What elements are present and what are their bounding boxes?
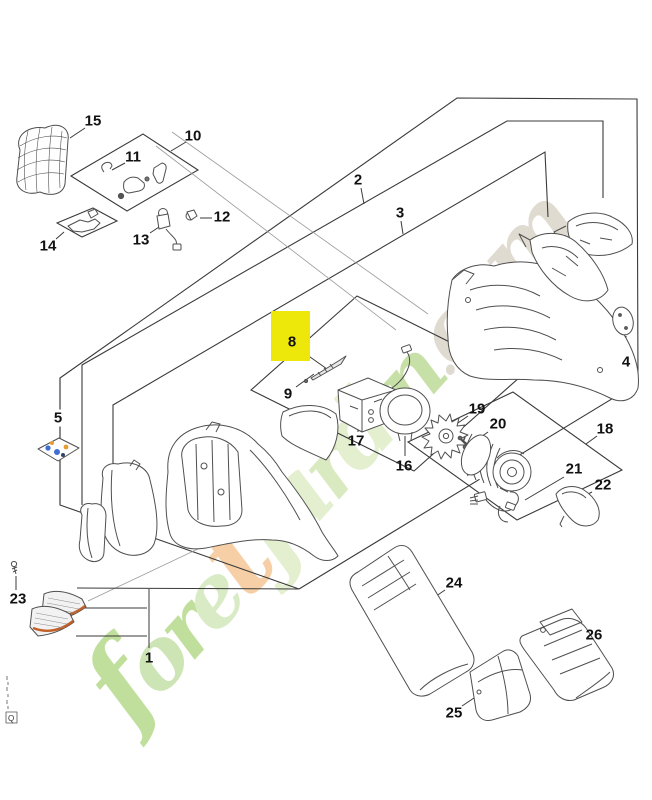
- callout-15[interactable]: 15: [84, 112, 102, 130]
- callout-5[interactable]: 5: [51, 409, 65, 427]
- parts-artwork: Q: [5, 124, 639, 724]
- callout-10[interactable]: 10: [184, 127, 202, 145]
- callout-19[interactable]: 19: [468, 400, 486, 418]
- part-latch: [67, 208, 101, 233]
- callout-2[interactable]: 2: [353, 171, 363, 189]
- callout-26[interactable]: 26: [585, 626, 603, 644]
- callout-13[interactable]: 13: [132, 231, 150, 249]
- callout-12[interactable]: 12: [213, 208, 231, 226]
- part-mesh-guard: [16, 124, 69, 195]
- callout-17[interactable]: 17: [347, 432, 365, 450]
- callout-9[interactable]: 9: [283, 385, 293, 403]
- part-lever: [152, 162, 167, 184]
- part-upper-mid-cover: [518, 233, 609, 302]
- callout-8[interactable]: 8: [287, 333, 297, 351]
- callout-18[interactable]: 18: [596, 420, 614, 438]
- callout-24[interactable]: 24: [445, 574, 463, 592]
- part-screw-23: [10, 560, 18, 575]
- callout-14[interactable]: 14: [39, 237, 57, 255]
- part-harness: [469, 491, 519, 523]
- part-small-cover: [78, 503, 107, 563]
- callout-16[interactable]: 16: [395, 457, 413, 475]
- part-trigger: [123, 176, 145, 194]
- callout-1[interactable]: 1: [144, 649, 154, 667]
- callout-11[interactable]: 11: [125, 148, 141, 166]
- margin-box-glyph: Q: [8, 714, 14, 723]
- part-throttle-group: [101, 161, 167, 200]
- callout-25[interactable]: 25: [445, 704, 463, 722]
- part-switch-wire: [156, 208, 182, 251]
- part-curved-cover: [280, 405, 339, 461]
- callout-20[interactable]: 20: [489, 415, 507, 433]
- callout-3[interactable]: 3: [395, 204, 405, 222]
- panel-10: [69, 133, 200, 212]
- part-trigger-cover: [555, 486, 600, 528]
- part-clip: [185, 209, 198, 221]
- callout-23[interactable]: 23: [9, 590, 27, 608]
- callout-21[interactable]: 21: [565, 460, 583, 478]
- part-intake-screens: [29, 590, 87, 637]
- margin-fineprint: [5, 676, 18, 724]
- part-sticker: [37, 437, 80, 462]
- part-spring-dot: [117, 192, 125, 200]
- part-tube-end: [469, 649, 531, 721]
- callout-4[interactable]: 4: [621, 353, 631, 371]
- part-hook: [101, 161, 113, 173]
- panel-2: [81, 120, 604, 505]
- part-needle-spring: [303, 355, 347, 384]
- part-oval-cover: [612, 306, 634, 336]
- panel-14: [55, 207, 119, 238]
- part-flat-nozzle: [519, 608, 615, 701]
- part-motor: [460, 433, 532, 493]
- part-clamp-ring: [379, 387, 431, 442]
- highlight-selected-item[interactable]: [271, 311, 310, 361]
- callout-22[interactable]: 22: [594, 476, 612, 494]
- part-impeller: [421, 413, 469, 460]
- part-blower-tube: [349, 544, 475, 697]
- part-main-housing: [165, 421, 339, 561]
